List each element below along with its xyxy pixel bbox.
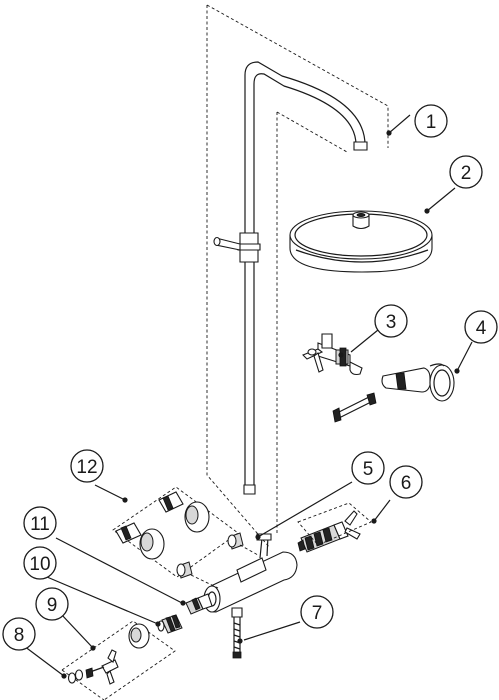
- handle-cartridge: [157, 614, 183, 634]
- callout-5-label: 5: [363, 459, 374, 480]
- callout-6: 6: [389, 465, 423, 499]
- callout-2: 2: [449, 155, 483, 189]
- diverter-valve: [302, 333, 363, 376]
- callout-3-label: 3: [386, 312, 397, 333]
- callout-3: 3: [374, 304, 408, 338]
- connector-nut: [185, 593, 213, 615]
- shower-hose: [332, 392, 377, 423]
- callout-10: 10: [23, 546, 57, 580]
- callout-9: 9: [35, 587, 69, 621]
- callout-7: 7: [300, 595, 334, 629]
- thermostatic-cartridge: [297, 510, 361, 553]
- leader-lines: [23, 114, 473, 677]
- callout-12: 12: [70, 449, 104, 483]
- callout-1-label: 1: [426, 112, 437, 133]
- callout-12-label: 12: [76, 457, 97, 478]
- callout-1: 1: [414, 104, 448, 138]
- washers: [67, 669, 84, 684]
- cross-handle-group: [61, 620, 176, 700]
- callout-4-label: 4: [476, 318, 487, 339]
- flexible-supply-hose: [231, 607, 243, 659]
- callout-10-label: 10: [29, 554, 50, 575]
- fitting-guide-lines: [190, 544, 259, 589]
- cartridge-group-frame: [297, 502, 372, 546]
- callout-11: 11: [23, 506, 57, 540]
- callout-4: 4: [464, 310, 498, 344]
- callout-7-label: 7: [312, 603, 323, 624]
- wall-fittings-group: [112, 486, 244, 579]
- riser-rail: [213, 61, 368, 495]
- callout-6-label: 6: [401, 473, 412, 494]
- leader-dots: [61, 130, 460, 679]
- callout-5: 5: [351, 451, 385, 485]
- hand-shower: [381, 363, 455, 402]
- callout-11-label: 11: [30, 514, 50, 535]
- callout-8-label: 8: [14, 625, 25, 646]
- callout-2-label: 2: [461, 163, 472, 184]
- shower-head: [289, 210, 433, 273]
- mixer-body: [203, 533, 298, 613]
- assembly-guide-dashed: [206, 4, 389, 549]
- callout-8: 8: [2, 617, 36, 651]
- callout-9-label: 9: [47, 595, 58, 616]
